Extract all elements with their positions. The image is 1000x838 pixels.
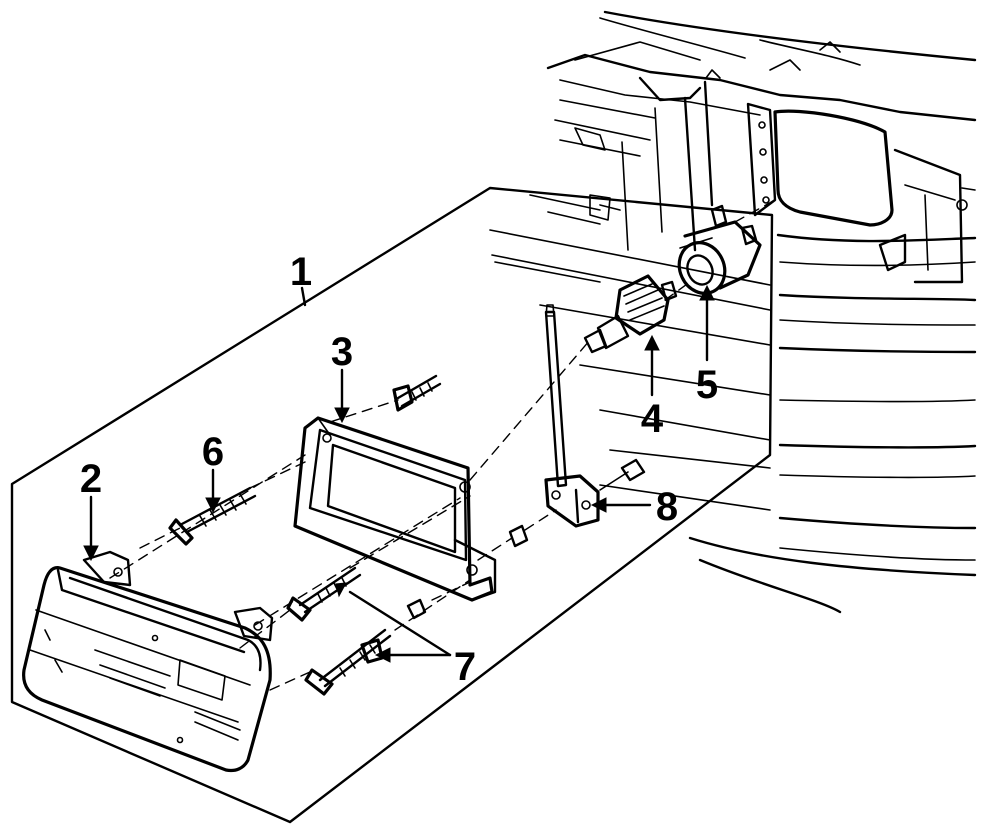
headlamp-lens-assembly (22, 550, 274, 773)
adjuster-rod-bracket (544, 304, 600, 528)
callout-8: 8 (656, 485, 678, 529)
callout-1: 1 (290, 250, 312, 294)
headlamp-bulb (583, 274, 678, 354)
bulb-retainer-ring (677, 204, 762, 295)
callout-labels: 1 2 3 4 5 6 7 8 (80, 250, 718, 689)
callout-5: 5 (696, 363, 718, 407)
headlamp-mounting-bracket (293, 416, 497, 602)
adjuster-screw-7-lower (304, 628, 392, 696)
assembly-guide-lines (109, 199, 776, 691)
small-nuts (406, 458, 646, 620)
callout-7: 7 (454, 645, 476, 689)
adjuster-screw-7-upper (286, 566, 362, 622)
callout-2: 2 (80, 457, 102, 501)
assembly-outline-box (10, 186, 774, 824)
callout-3: 3 (331, 330, 353, 374)
adjuster-screw-6 (168, 486, 257, 546)
mounting-bolt-top (392, 374, 442, 412)
vehicle-front-body (489, 10, 977, 614)
callout-leaders (83, 284, 715, 663)
callout-6: 6 (202, 430, 224, 474)
callout-4: 4 (641, 397, 664, 441)
